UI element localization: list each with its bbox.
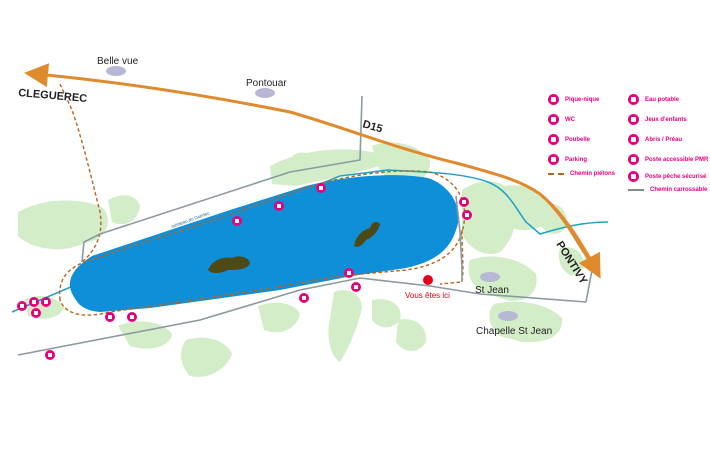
legend-label: WC [565, 116, 575, 123]
label-you-are-here: Vous êtes ici [405, 291, 450, 300]
legend-item-shelter: Abris / Préau [628, 134, 682, 145]
legend-item-parking: Parking [548, 154, 587, 165]
carriage-roads [17, 95, 593, 356]
parking-icon [548, 154, 559, 165]
bin-icon [548, 134, 559, 145]
label-chapelle-st-jean: Chapelle St Jean [476, 326, 552, 337]
pontivy-arrow [539, 192, 601, 279]
legend-label: Chemin carrossable [650, 187, 708, 193]
legend-label: Eau potable [645, 96, 680, 103]
label-cleguerec: CLEGUEREC [18, 87, 88, 105]
label-belle-vue: Belle vue [97, 56, 139, 67]
legend-label: Pique-nique [565, 96, 600, 103]
stream [11, 169, 609, 313]
legend-label: Parking [565, 156, 588, 163]
legend-item-picnic: Pique-nique [548, 94, 599, 105]
island-east [354, 221, 380, 247]
solid-line-icon [628, 189, 644, 191]
wc-icon [548, 114, 559, 125]
vegetation-areas [18, 142, 585, 377]
legend-label: Jeux d'enfants [645, 116, 687, 123]
playground-icon [628, 114, 639, 125]
legend-label: Poste pêche sécurisé [645, 173, 707, 180]
legend-label: Abris / Préau [645, 136, 683, 143]
legend-label: Poste accessible PMR [645, 156, 709, 163]
legend-item-fishing: Poste pêche sécurisé [628, 171, 706, 182]
villages [106, 66, 518, 321]
village-ellipse-icon [255, 88, 275, 98]
lake [69, 175, 459, 312]
pmr-post-icon [628, 154, 639, 165]
legend-label: Chemin piétons [570, 171, 616, 177]
picnic-icon [548, 94, 559, 105]
legend-item-water: Eau potable [628, 94, 679, 105]
legend-item-pmr: Poste accessible PMR [628, 154, 708, 165]
label-d15: D15 [361, 118, 384, 135]
legend-item-bin: Poubelle [548, 134, 590, 145]
label-st-jean: St Jean [475, 285, 509, 296]
pictogram-glyphs [20, 186, 469, 357]
legend-item-road: Chemin carrossable [628, 187, 707, 193]
location-dot-icon[interactable] [423, 275, 433, 285]
island-west [208, 256, 250, 273]
village-ellipse-icon [480, 272, 500, 282]
label-pontouar: Pontouar [246, 78, 287, 89]
shelter-icon [628, 134, 639, 145]
legend-item-playground: Jeux d'enfants [628, 114, 687, 125]
legend-label: Poubelle [565, 136, 591, 143]
legend-item-wc: WC [548, 114, 575, 125]
legend-item-footpath: Chemin piétons [548, 171, 615, 177]
village-ellipse-icon [498, 311, 518, 321]
pedestrian-paths [59, 83, 466, 316]
water-icon [628, 94, 639, 105]
fishing-post-icon [628, 171, 639, 182]
village-ellipse-icon [106, 66, 126, 76]
dashed-line-icon [548, 173, 564, 175]
